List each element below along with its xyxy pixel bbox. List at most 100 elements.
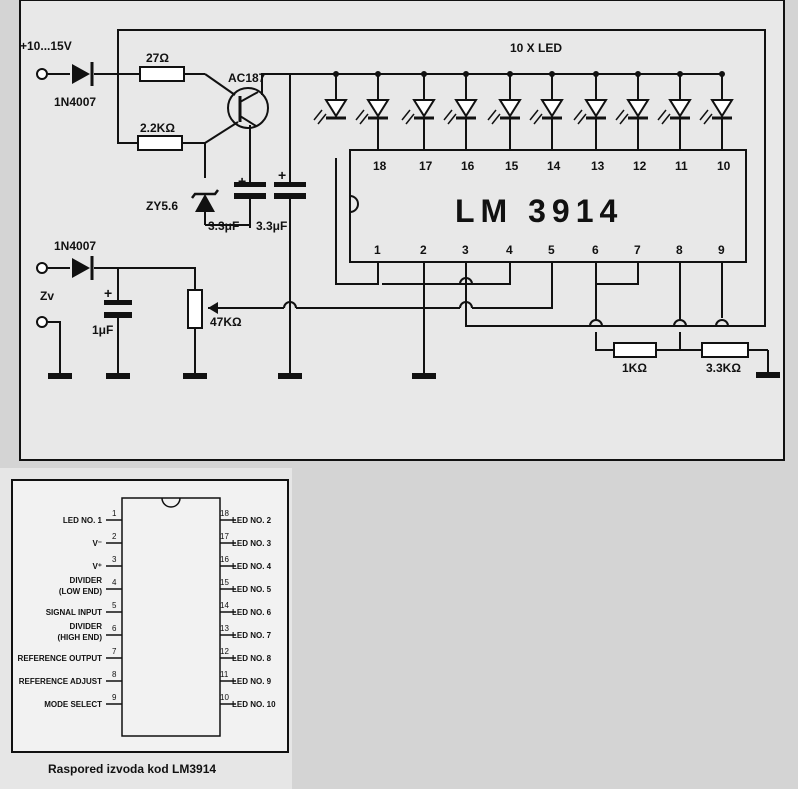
- resistor-3k3-label: 3.3KΩ: [706, 361, 741, 375]
- led-10: [699, 71, 734, 125]
- chip-pin-16: 16: [461, 159, 475, 173]
- pinout-chip-notch: [161, 497, 181, 508]
- svg-text:V⁻: V⁻: [92, 539, 102, 548]
- svg-text:9: 9: [112, 693, 117, 702]
- diode-bottom: [72, 256, 94, 280]
- svg-text:(LOW END): (LOW END): [59, 587, 102, 596]
- resistor-1k-label: 1KΩ: [622, 361, 647, 375]
- chip-pin-6: 6: [592, 243, 599, 257]
- pot-label: 47KΩ: [210, 315, 242, 329]
- led-3: [401, 71, 436, 125]
- svg-text:LED NO. 3: LED NO. 3: [232, 539, 272, 548]
- svg-text:V⁺: V⁺: [92, 562, 102, 571]
- cap1-label: 3.3μF: [208, 219, 239, 233]
- chip-pin-13: 13: [591, 159, 605, 173]
- resistor-27-label: 27Ω: [146, 51, 169, 65]
- svg-text:6: 6: [112, 624, 117, 633]
- led-count-label: 10 X LED: [510, 41, 562, 55]
- svg-text:14: 14: [220, 601, 229, 610]
- wiring: [48, 29, 769, 375]
- led-6: [529, 71, 564, 125]
- led-9: [657, 71, 692, 125]
- chip-pin-14: 14: [547, 159, 561, 173]
- chip-pin-18: 18: [373, 159, 387, 173]
- diode-top-label: 1N4007: [54, 95, 96, 109]
- chip-pin-15: 15: [505, 159, 519, 173]
- chip-pin-8: 8: [676, 243, 683, 257]
- chip-pin-9: 9: [718, 243, 725, 257]
- svg-text:REFERENCE ADJUST: REFERENCE ADJUST: [19, 677, 102, 686]
- svg-text:(HIGH END): (HIGH END): [58, 633, 103, 642]
- svg-text:MODE SELECT: MODE SELECT: [44, 700, 102, 709]
- svg-text:LED NO. 1: LED NO. 1: [63, 516, 103, 525]
- terminals: [36, 68, 48, 328]
- zener-diode: [191, 189, 219, 212]
- pinout-chip-body: [121, 497, 221, 737]
- cap1-plus: +: [238, 173, 246, 189]
- svg-text:7: 7: [112, 647, 117, 656]
- svg-text:10: 10: [220, 693, 229, 702]
- pinout-left-pin-3: 3V⁺: [92, 555, 122, 571]
- svg-text:8: 8: [112, 670, 117, 679]
- svg-text:LED NO. 9: LED NO. 9: [232, 677, 272, 686]
- svg-text:18: 18: [220, 509, 229, 518]
- chip-name-label: LM 3914: [455, 193, 623, 229]
- chip-top-pin-lines: [377, 118, 723, 150]
- chip-notch: [349, 195, 359, 213]
- svg-text:11: 11: [220, 670, 229, 679]
- lm3914-schematic: +10...15V 1N4007 1N4007 Zv 27Ω 2.2KΩ AC1…: [19, 0, 785, 461]
- svg-text:3: 3: [112, 555, 117, 564]
- diode-bottom-label: 1N4007: [54, 239, 96, 253]
- svg-text:LED NO. 2: LED NO. 2: [232, 516, 272, 525]
- resistor-2k2-label: 2.2KΩ: [140, 121, 175, 135]
- zener-label: ZY5.6: [146, 199, 178, 213]
- svg-text:16: 16: [220, 555, 229, 564]
- svg-text:LED NO. 10: LED NO. 10: [232, 700, 276, 709]
- ground-symbols: [48, 372, 780, 379]
- cap-in-label: 1μF: [92, 323, 113, 337]
- input-label: Zv: [40, 289, 54, 303]
- transistor-label: AC187: [228, 71, 266, 85]
- chip-pin-4: 4: [506, 243, 513, 257]
- chip-pin-1: 1: [374, 243, 381, 257]
- svg-text:2: 2: [112, 532, 117, 541]
- led-8: [615, 71, 650, 125]
- capacitors: [104, 182, 306, 318]
- lm3914-chip: [349, 149, 747, 263]
- cap2-label: 3.3μF: [256, 219, 287, 233]
- led-5: [487, 71, 522, 125]
- svg-text:LED NO. 5: LED NO. 5: [232, 585, 272, 594]
- svg-text:LED NO. 6: LED NO. 6: [232, 608, 272, 617]
- resistors: [137, 66, 749, 358]
- pinout-left-pin-2: 2V⁻: [92, 532, 122, 548]
- pot-wiper-arrow: [208, 302, 218, 314]
- led-4: [443, 71, 478, 125]
- chip-pin-3: 3: [462, 243, 469, 257]
- svg-text:12: 12: [220, 647, 229, 656]
- svg-text:4: 4: [112, 578, 117, 587]
- chip-pin-17: 17: [419, 159, 433, 173]
- chip-pin-7: 7: [634, 243, 641, 257]
- svg-text:LED NO. 7: LED NO. 7: [232, 631, 272, 640]
- diode-top: [72, 62, 94, 86]
